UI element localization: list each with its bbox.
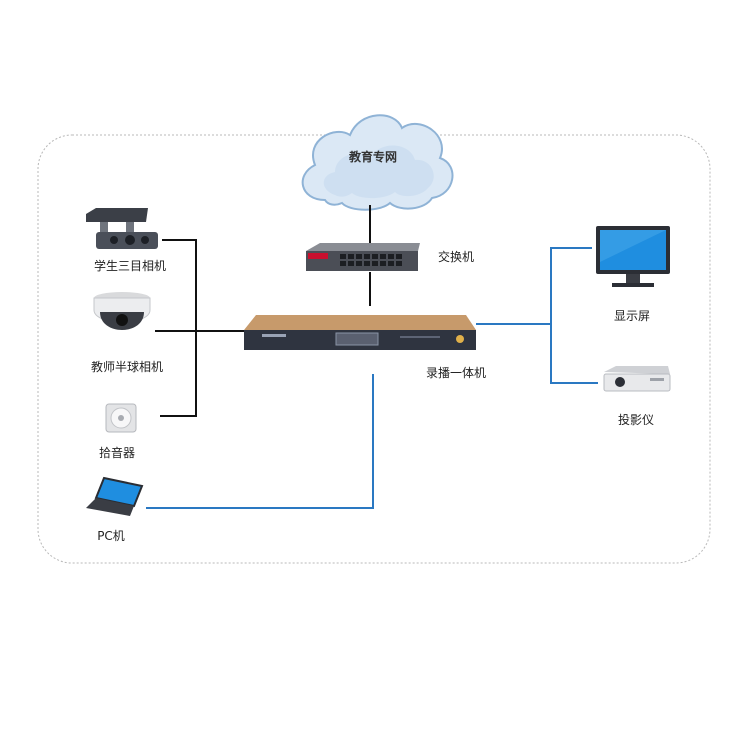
output-branch-link — [550, 247, 598, 384]
projector-label: 投影仪 — [617, 413, 655, 427]
projector-icon — [603, 366, 671, 392]
teacher-camera-label: 教师半球相机 — [90, 360, 164, 374]
monitor-icon — [596, 226, 670, 287]
recorder-icon — [244, 315, 476, 350]
display-label: 显示屏 — [613, 309, 651, 323]
cloud-icon — [301, 114, 454, 211]
switch-label: 交换机 — [437, 250, 475, 264]
camera-bus-link — [160, 239, 197, 417]
tri-camera-icon — [86, 208, 158, 249]
microphone-icon — [105, 403, 137, 433]
pc-recorder-link — [146, 374, 374, 509]
dome-camera-icon — [93, 292, 151, 330]
laptop-icon — [86, 476, 144, 516]
cloud-label: 教育专网 — [348, 150, 398, 164]
microphone-label: 拾音器 — [98, 446, 136, 460]
switch-icon — [306, 243, 420, 271]
student-camera-label: 学生三目相机 — [93, 259, 167, 273]
pc-label: PC机 — [97, 529, 125, 543]
recorder-label: 录播一体机 — [426, 366, 487, 380]
